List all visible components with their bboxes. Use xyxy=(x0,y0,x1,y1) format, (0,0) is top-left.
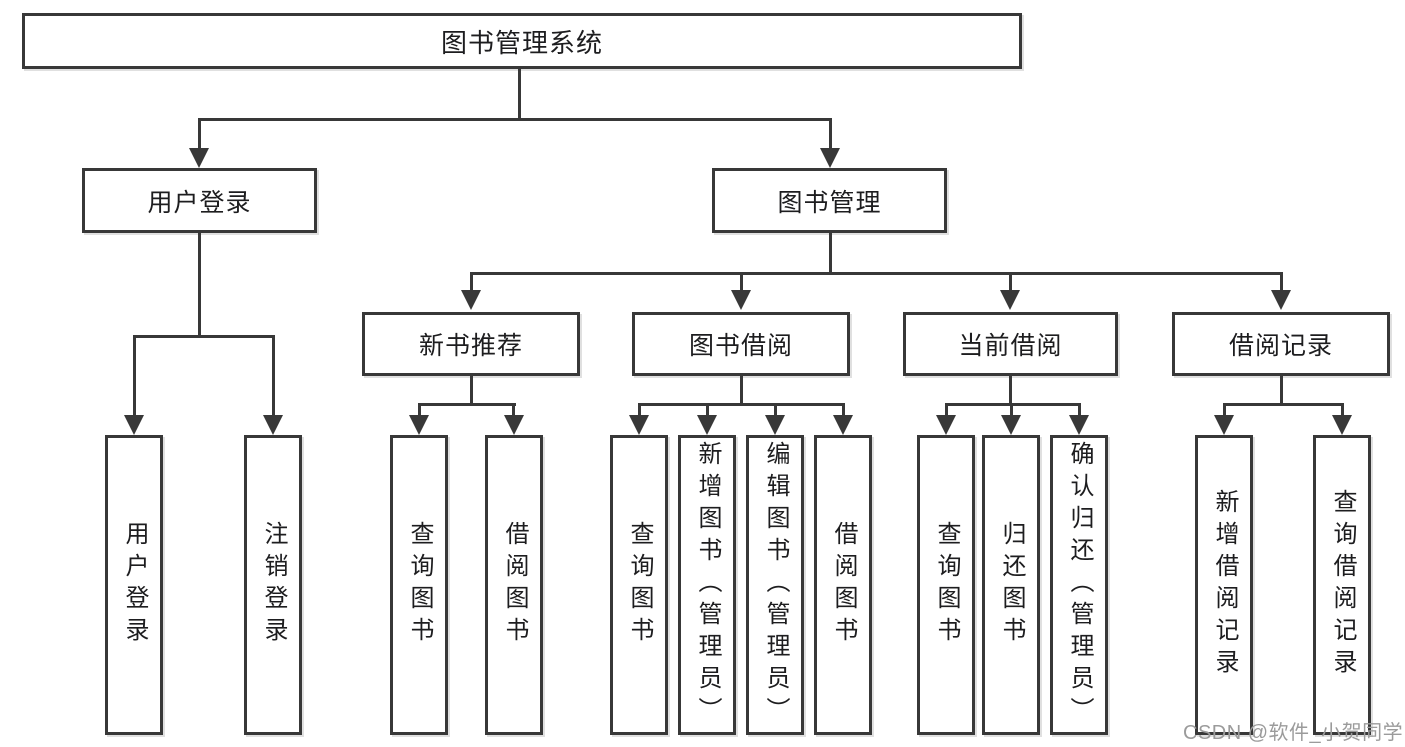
arrow-down-icon xyxy=(1214,415,1234,435)
node-root-label: 图书管理系统 xyxy=(440,27,603,58)
connector-g2-stem xyxy=(1010,403,1013,417)
leaf-query-book-recommend: 查询图书 xyxy=(390,435,448,735)
arrow-down-icon xyxy=(1069,415,1089,435)
leaf-confirm-return-admin: 确认归还（管理员） xyxy=(1050,435,1108,735)
node-new-book-recommend-label: 新书推荐 xyxy=(418,332,523,360)
node-book-borrow-label: 图书借阅 xyxy=(688,332,793,360)
connector-g1-stem xyxy=(638,403,641,417)
leaf-user-login: 用户登录 xyxy=(105,435,163,735)
node-current-borrow: 当前借阅 xyxy=(903,312,1118,376)
arrow-down-icon xyxy=(124,415,144,435)
arrow-down-icon xyxy=(1271,290,1291,310)
arrow-down-icon xyxy=(1332,415,1352,435)
leaf-borrow-book-recommend: 借阅图书 xyxy=(485,435,543,735)
connector-g2-stem xyxy=(1078,403,1081,417)
leaf-query-book-current: 查询图书 xyxy=(917,435,975,735)
arrow-down-icon xyxy=(189,148,209,168)
arrow-down-icon xyxy=(629,415,649,435)
leaf-confirm-return-admin-label: 确认归还（管理员） xyxy=(1066,441,1093,729)
connector-group-stem xyxy=(470,272,473,292)
connector-g1-stub xyxy=(740,376,743,406)
node-new-book-recommend: 新书推荐 xyxy=(362,312,580,376)
leaf-edit-book-admin: 编辑图书（管理员） xyxy=(746,435,804,735)
connector-g0-stem xyxy=(512,403,515,417)
leaf-borrow-book-label: 借阅图书 xyxy=(830,521,857,649)
connector-g3-stem xyxy=(1341,403,1344,417)
arrow-down-icon xyxy=(461,290,481,310)
csdn-watermark: CSDN @软件_小贺同学 xyxy=(1183,722,1404,744)
node-root: 图书管理系统 xyxy=(22,13,1022,69)
arrow-down-icon xyxy=(820,148,840,168)
arrow-down-icon xyxy=(504,415,524,435)
connector-g1-stem xyxy=(774,403,777,417)
connector-group-stem xyxy=(1009,272,1012,292)
node-borrow-records-label: 借阅记录 xyxy=(1228,332,1333,360)
node-book-borrow: 图书借阅 xyxy=(632,312,850,376)
connector-group-stem xyxy=(740,272,743,292)
arrow-down-icon xyxy=(409,415,429,435)
arrow-down-icon xyxy=(765,415,785,435)
connector-user-child-stem xyxy=(133,335,136,417)
leaf-borrow-book-recommend-label: 借阅图书 xyxy=(501,521,528,649)
arrow-down-icon xyxy=(263,415,283,435)
arrow-down-icon xyxy=(697,415,717,435)
connector-user-child-stem xyxy=(272,335,275,417)
leaf-return-book-label: 归还图书 xyxy=(998,521,1025,649)
leaf-logout: 注销登录 xyxy=(244,435,302,735)
node-borrow-records: 借阅记录 xyxy=(1172,312,1390,376)
connector-g1-stem xyxy=(842,403,845,417)
connector-g2-stub xyxy=(1009,376,1012,406)
leaf-query-book-borrow-label: 查询图书 xyxy=(626,521,653,649)
leaf-query-borrow-record-label: 查询借阅记录 xyxy=(1329,489,1356,681)
connector-g3-stub xyxy=(1280,376,1283,406)
node-current-borrow-label: 当前借阅 xyxy=(958,332,1063,360)
leaf-query-book-borrow: 查询图书 xyxy=(610,435,668,735)
arrow-down-icon xyxy=(1001,415,1021,435)
node-user-login-label: 用户登录 xyxy=(147,188,252,217)
leaf-add-borrow-record-label: 新增借阅记录 xyxy=(1211,489,1238,681)
arrow-down-icon xyxy=(936,415,956,435)
leaf-edit-book-admin-label: 编辑图书（管理员） xyxy=(762,441,789,729)
leaf-add-book-admin: 新增图书（管理员） xyxy=(678,435,736,735)
leaf-borrow-book: 借阅图书 xyxy=(814,435,872,735)
node-book-management: 图书管理 xyxy=(712,168,947,233)
leaf-add-borrow-record: 新增借阅记录 xyxy=(1195,435,1253,735)
connector-user-split xyxy=(133,335,274,338)
leaf-query-book-current-label: 查询图书 xyxy=(933,521,960,649)
node-book-management-label: 图书管理 xyxy=(777,188,882,217)
connector-root-stub xyxy=(518,69,521,121)
connector-g1-split xyxy=(638,403,845,406)
arrow-down-icon xyxy=(731,290,751,310)
connector-g0-split xyxy=(418,403,516,406)
connector-g2-stem xyxy=(945,403,948,417)
leaf-query-borrow-record: 查询借阅记录 xyxy=(1313,435,1371,735)
connector-g3-split xyxy=(1223,403,1344,406)
arrow-down-icon xyxy=(833,415,853,435)
leaf-user-login-label: 用户登录 xyxy=(121,521,148,649)
leaf-logout-label: 注销登录 xyxy=(260,521,287,649)
connector-book-stem xyxy=(829,118,832,150)
leaf-add-book-admin-label: 新增图书（管理员） xyxy=(694,441,721,729)
connector-root-split xyxy=(198,118,832,121)
connector-g0-stub xyxy=(470,376,473,406)
connector-user-split-stub xyxy=(198,233,201,338)
arrow-down-icon xyxy=(1000,290,1020,310)
connector-g2-split xyxy=(945,403,1081,406)
node-user-login: 用户登录 xyxy=(82,168,317,233)
connector-book-split-stub xyxy=(829,233,832,275)
connector-book-split xyxy=(470,272,1283,275)
connector-user-stem xyxy=(198,118,201,150)
connector-g1-stem xyxy=(706,403,709,417)
leaf-return-book: 归还图书 xyxy=(982,435,1040,735)
connector-g0-stem xyxy=(418,403,421,417)
connector-group-stem xyxy=(1280,272,1283,292)
connector-g3-stem xyxy=(1223,403,1226,417)
leaf-query-book-recommend-label: 查询图书 xyxy=(406,521,433,649)
